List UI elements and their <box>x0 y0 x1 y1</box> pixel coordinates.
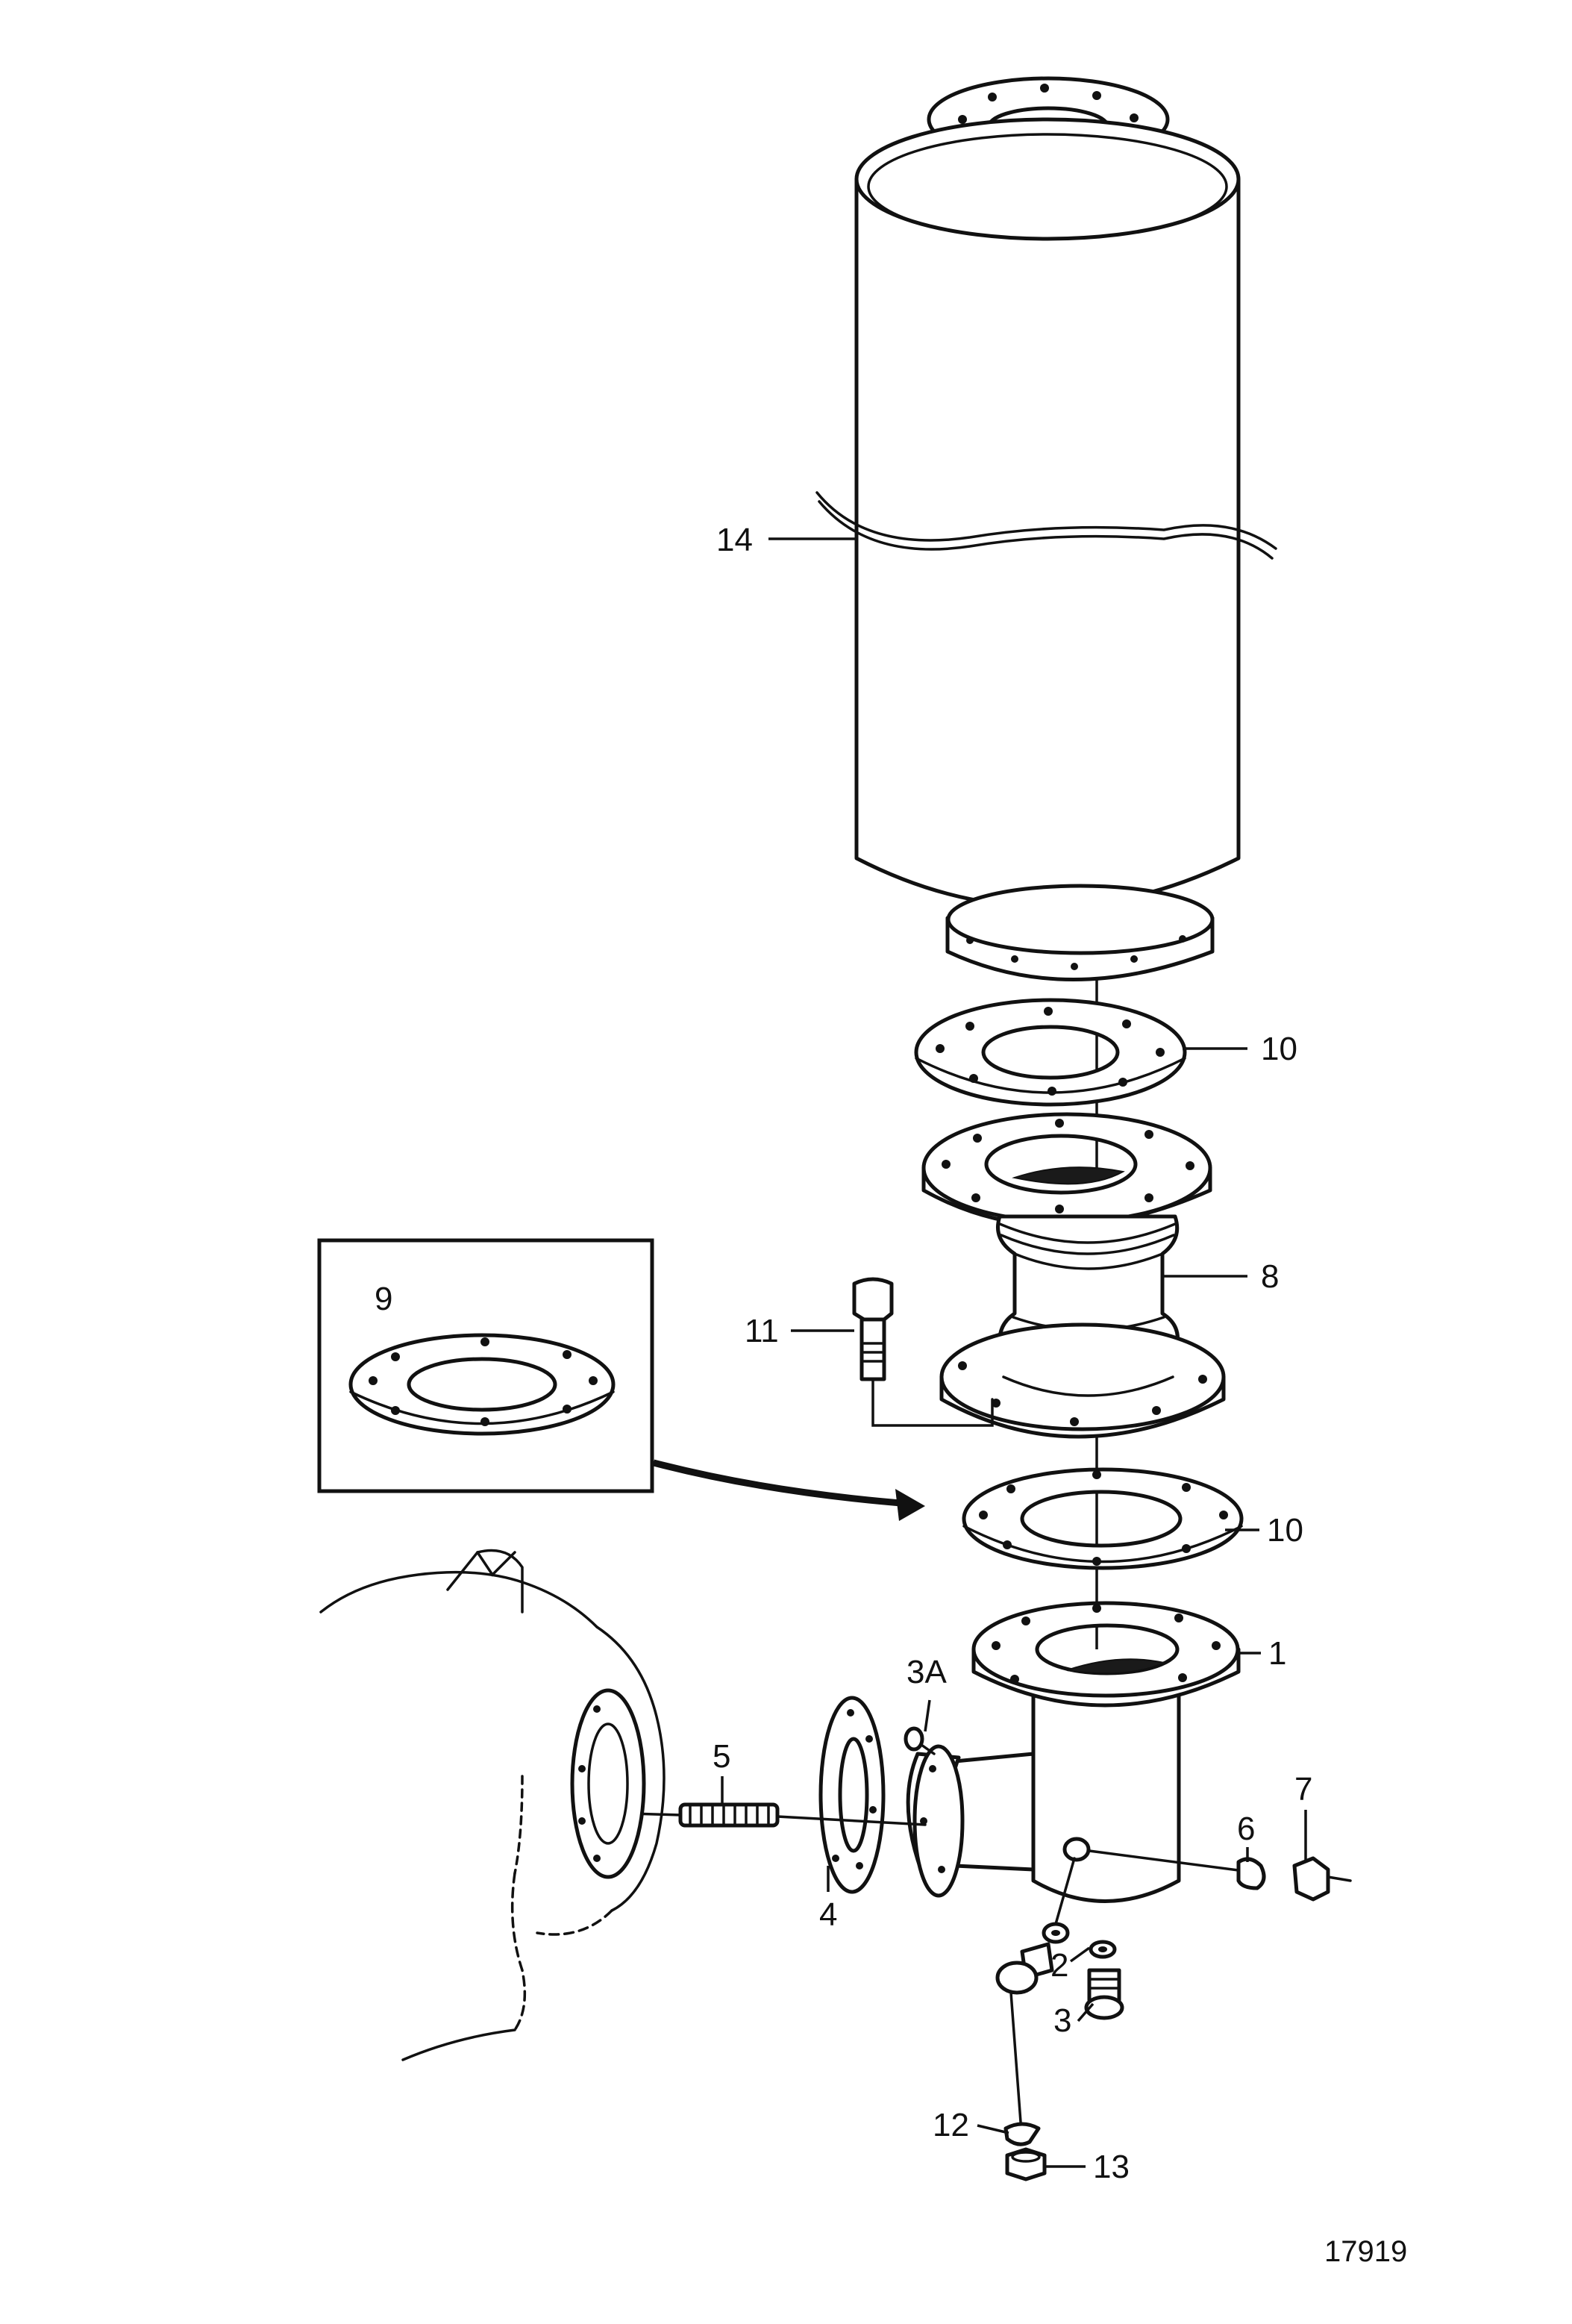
callout-12: 12 <box>933 2107 969 2143</box>
callout-4: 4 <box>819 1896 837 1933</box>
callout-1: 1 <box>1268 1635 1286 1672</box>
turbocharger-housing <box>319 1549 666 2061</box>
lock-washer-6 <box>1236 1857 1266 1890</box>
bellows-expansion-joint <box>921 1112 1226 1439</box>
callout-9: 9 <box>375 1281 392 1317</box>
silencer-cylinder <box>815 76 1277 981</box>
callout-3a: 3A <box>906 1654 947 1690</box>
callout-11: 11 <box>745 1313 779 1349</box>
gasket-lower <box>962 1467 1244 1570</box>
drain-plug-3 <box>1084 1968 1124 2020</box>
washer-2b <box>1089 1940 1117 1959</box>
callout-10-lower: 10 <box>1267 1512 1303 1549</box>
callout-6: 6 <box>1237 1811 1255 1847</box>
flange-bolt <box>852 1277 994 1427</box>
lock-washer-12 <box>1003 2122 1041 2146</box>
nut-13 <box>1005 2147 1047 2181</box>
callout-3: 3 <box>1053 2002 1071 2039</box>
callout-2: 2 <box>1050 1947 1068 1984</box>
callout-labels: 14 10 8 9 11 10 1 3A 5 4 6 7 2 3 12 13 1… <box>375 522 1407 2268</box>
figure-number: 17919 <box>1324 2235 1407 2268</box>
flange-gasket-4 <box>818 1696 886 1894</box>
callout-7: 7 <box>1294 1771 1312 1808</box>
drain-plug-3b <box>995 1942 1054 2143</box>
gasket-inset-box <box>317 1238 925 1521</box>
plug-3a <box>904 1726 936 1755</box>
callout-10-upper: 10 <box>1261 1031 1297 1067</box>
washer-2 <box>1042 1857 1076 1944</box>
callout-13: 13 <box>1093 2149 1130 2185</box>
nut-7 <box>1292 1856 1352 1902</box>
exhaust-elbow <box>906 1601 1262 1903</box>
callout-14: 14 <box>716 522 753 558</box>
gasket-upper <box>914 998 1187 1107</box>
callout-5: 5 <box>713 1738 730 1775</box>
callout-8: 8 <box>1261 1258 1279 1295</box>
callout-leaders <box>721 537 1307 2168</box>
